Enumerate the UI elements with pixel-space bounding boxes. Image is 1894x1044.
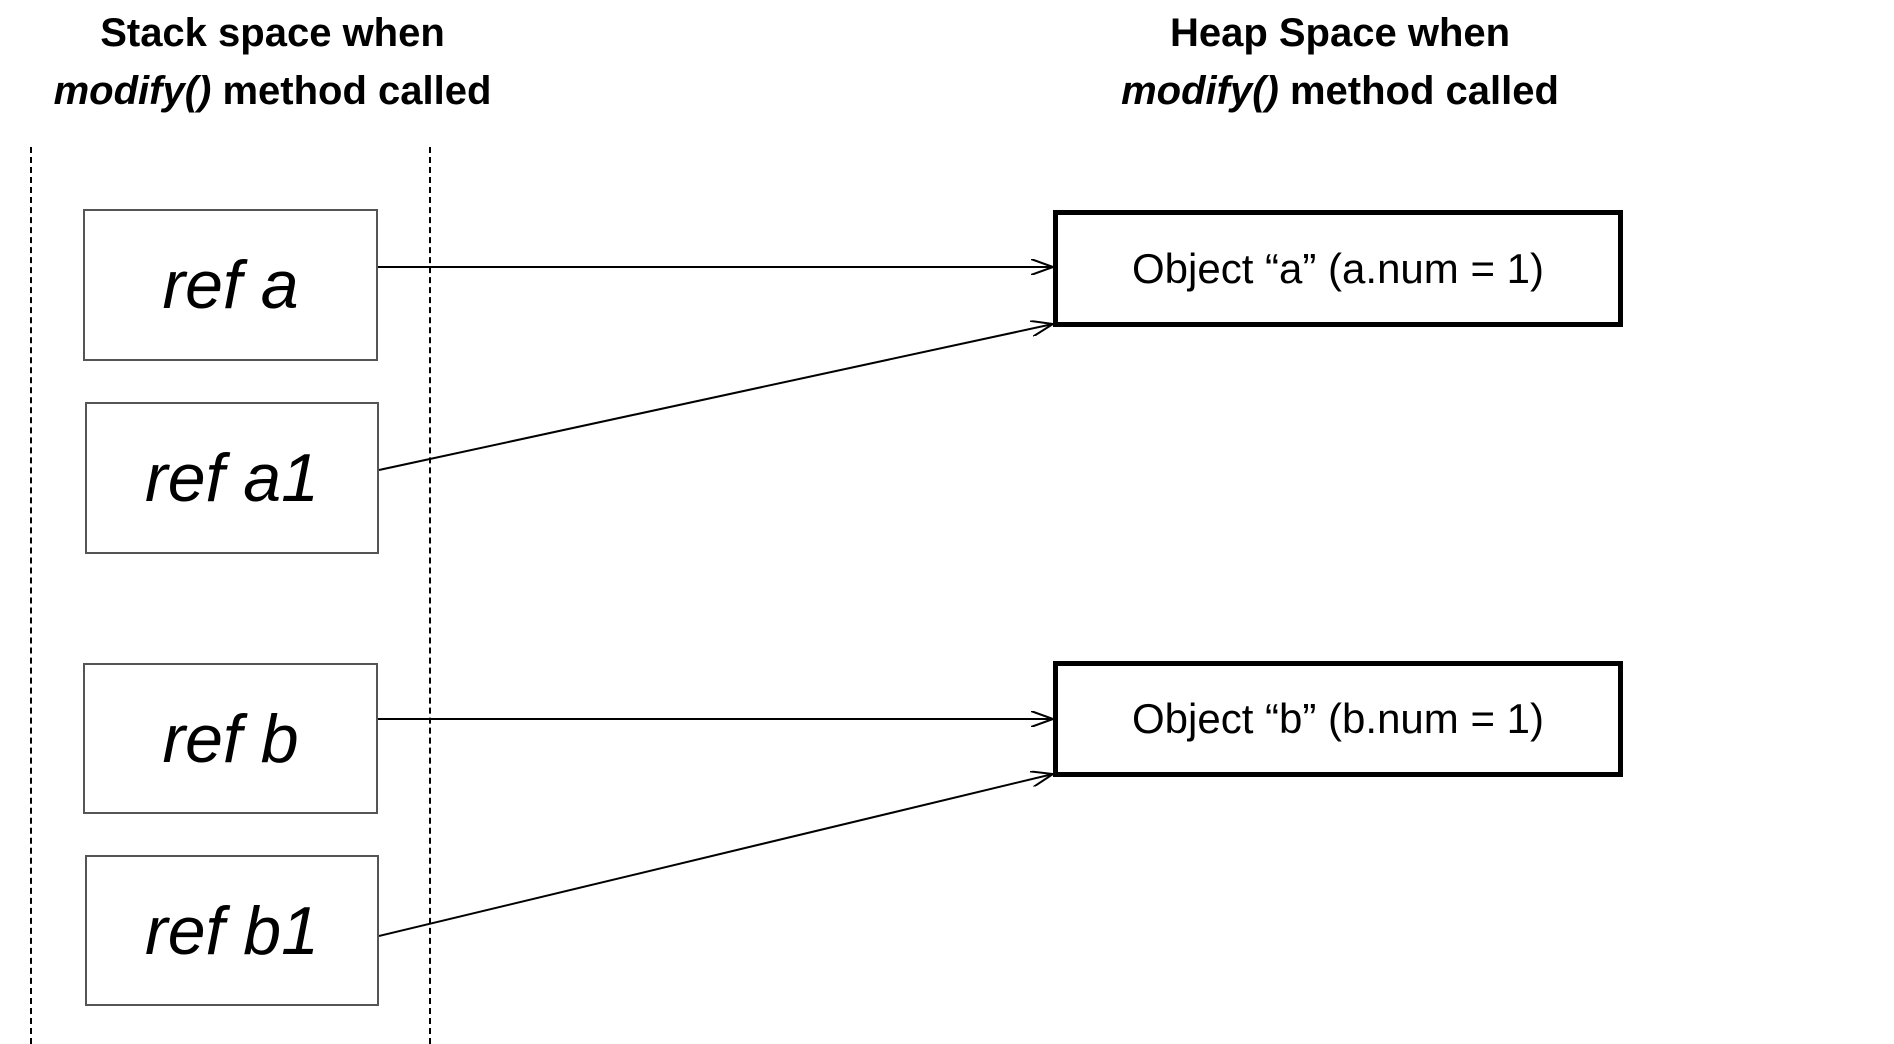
ref-b1-box: ref b1 [85,855,379,1006]
stack-heading-rest: method called [211,69,492,113]
ref-a1-box: ref a1 [85,402,379,554]
object-b-box: Object “b” (b.num = 1) [1053,661,1623,777]
stack-left-boundary [30,147,32,1044]
object-a-label: Object “a” (a.num = 1) [1132,244,1544,292]
heap-heading-line1: Heap Space when [1169,11,1511,55]
heap-heading-rest: method called [1278,69,1559,113]
heap-heading-line2: modify() method called [1080,62,1600,120]
ref-a-box: ref a [83,209,378,361]
ref-b1-label: ref b1 [145,892,319,969]
stack-heading-line1: Stack space when [100,11,445,55]
object-b-label: Object “b” (b.num = 1) [1132,695,1544,742]
stack-right-boundary [429,147,431,1044]
heap-space-heading: Heap Space when modify() method called [1080,4,1600,120]
ref-a1-label: ref a1 [145,440,319,516]
arrow-ref-a1-to-object-a [378,324,1053,471]
stack-heading-method: modify() [53,69,212,113]
heap-heading-method: modify() [1121,69,1279,113]
object-a-box: Object “a” (a.num = 1) [1053,210,1623,327]
ref-b-label: ref b [162,700,299,777]
stack-space-heading: Stack space when modify() method called [20,4,525,120]
ref-b-box: ref b [83,663,378,814]
stack-heading-line2: modify() method called [20,62,525,120]
ref-a-label: ref a [162,247,299,323]
arrow-ref-b1-to-object-b [378,774,1053,937]
